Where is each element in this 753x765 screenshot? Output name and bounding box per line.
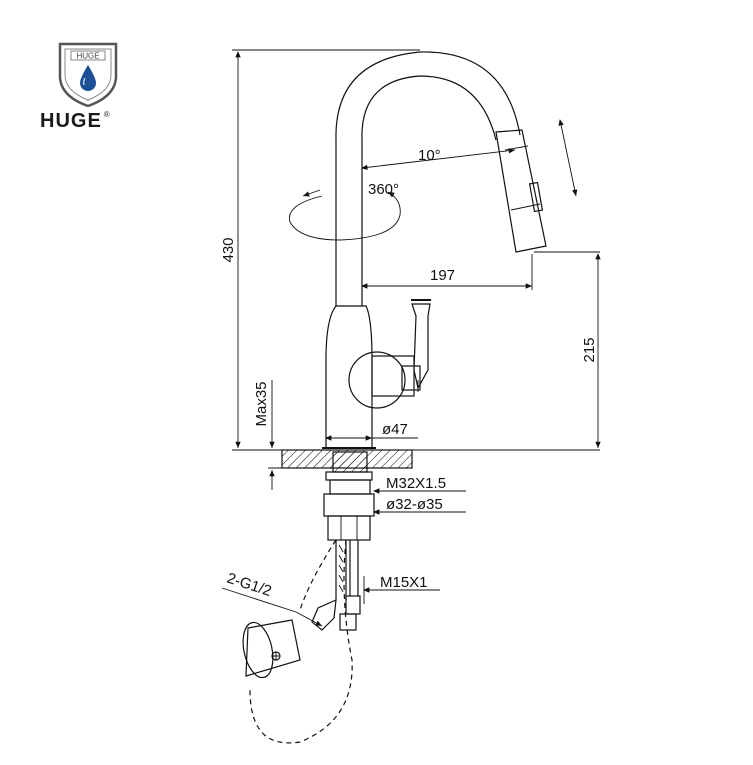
dimension-height-total: 430 xyxy=(220,49,420,448)
spout-angle-label: 10° xyxy=(418,147,441,164)
dimension-rotation: 360° xyxy=(288,181,401,241)
height-total-label: 430 xyxy=(220,237,237,262)
dimension-reach: 197 xyxy=(361,251,600,290)
mounting-hardware xyxy=(323,451,375,541)
max-deck-label: Max35 xyxy=(253,381,270,426)
pull-out-direction-arrow xyxy=(558,119,578,197)
registered-mark: ® xyxy=(103,110,111,119)
countertop xyxy=(232,449,600,469)
dimension-base-diameter: ø47 xyxy=(325,421,418,441)
dimension-inlet: 2-G1/2 xyxy=(221,570,323,627)
logo-text: HUGE xyxy=(76,52,99,61)
brand-logo: HUGE xyxy=(38,38,138,138)
hole-diameter-label: ø32-ø35 xyxy=(386,496,443,513)
brand-name: HUGE® xyxy=(40,110,111,133)
dimension-hose-thread: M15X1 xyxy=(363,574,440,604)
faucet-body xyxy=(322,51,547,449)
dimension-hole-diameter: ø32-ø35 xyxy=(373,496,466,515)
dimension-spout-height: 215 xyxy=(581,253,601,448)
spout-height-label: 215 xyxy=(581,337,598,362)
dimension-thread: M32X1.5 xyxy=(373,475,466,494)
base-diameter-label: ø47 xyxy=(382,421,408,438)
dimension-max-deck: Max35 xyxy=(253,380,336,490)
shield-water-drop-icon: HUGE xyxy=(58,42,118,108)
rotation-label: 360° xyxy=(368,181,399,198)
brand-name-text: HUGE xyxy=(40,110,102,132)
hose-weight xyxy=(242,619,301,679)
reach-label: 197 xyxy=(430,267,455,284)
hose-thread-label: M15X1 xyxy=(380,574,428,591)
inlet-label: 2-G1/2 xyxy=(225,570,274,600)
thread-label: M32X1.5 xyxy=(386,475,446,492)
dimension-spout-angle: 10° xyxy=(361,147,516,171)
supply-hoses xyxy=(249,539,361,744)
